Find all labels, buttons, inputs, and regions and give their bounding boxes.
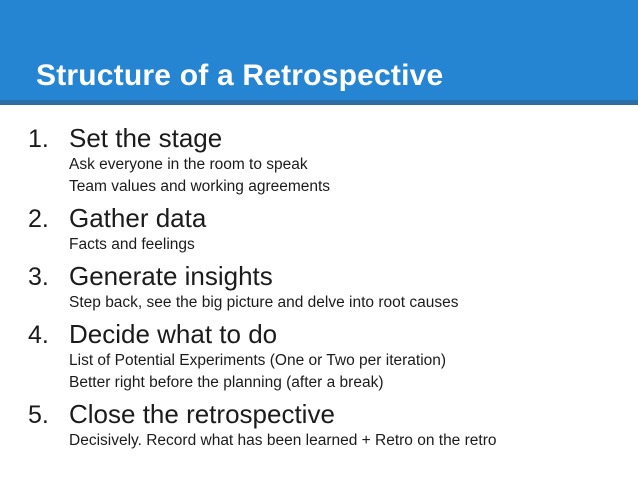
list-item-heading: Set the stage [69,123,223,153]
list-item: 2. Gather data Facts and feelings [28,203,622,256]
list-item-details: Step back, see the big picture and delve… [69,292,622,314]
list-item-heading-row: 4. Decide what to do [28,319,622,350]
list-item-details: Facts and feelings [69,234,622,256]
slide-title: Structure of a Retrospective [36,59,444,92]
list-item: 1. Set the stage Ask everyone in the roo… [28,123,622,198]
list-item-number: 3. [28,263,49,291]
slide-header: Structure of a Retrospective [0,0,638,105]
list-item-heading: Generate insights [69,261,273,291]
list-item-heading-row: 2. Gather data [28,203,622,234]
list-item-heading-row: 1. Set the stage [28,123,622,154]
detail-line: Team values and working agreements [69,178,331,195]
list-item-details: List of Potential Experiments (One or Tw… [69,350,622,394]
list-item-number: 4. [28,321,49,349]
detail-line: Ask everyone in the room to speak [69,156,308,173]
detail-line: Decisively. Record what has been learned… [69,432,497,449]
detail-line: Step back, see the big picture and delve… [69,294,459,311]
list-item-heading: Gather data [69,203,207,233]
list-item-details: Decisively. Record what has been learned… [69,430,622,452]
list-item: 5. Close the retrospective Decisively. R… [28,399,622,452]
slide-body: 1. Set the stage Ask everyone in the roo… [0,105,638,452]
list-item: 3. Generate insights Step back, see the … [28,261,622,314]
list-item-details: Ask everyone in the room to speak Team v… [69,154,622,198]
list-item-number: 2. [28,205,49,233]
list-item-heading: Close the retrospective [69,399,335,429]
list-item-heading-row: 3. Generate insights [28,261,622,292]
list-item-heading: Decide what to do [69,319,278,349]
list-item-heading-row: 5. Close the retrospective [28,399,622,430]
detail-line: Better right before the planning (after … [69,374,384,391]
detail-line: List of Potential Experiments (One or Tw… [69,352,447,369]
list-item: 4. Decide what to do List of Potential E… [28,319,622,394]
list-item-number: 1. [28,125,49,153]
list-item-number: 5. [28,401,49,429]
detail-line: Facts and feelings [69,236,195,253]
